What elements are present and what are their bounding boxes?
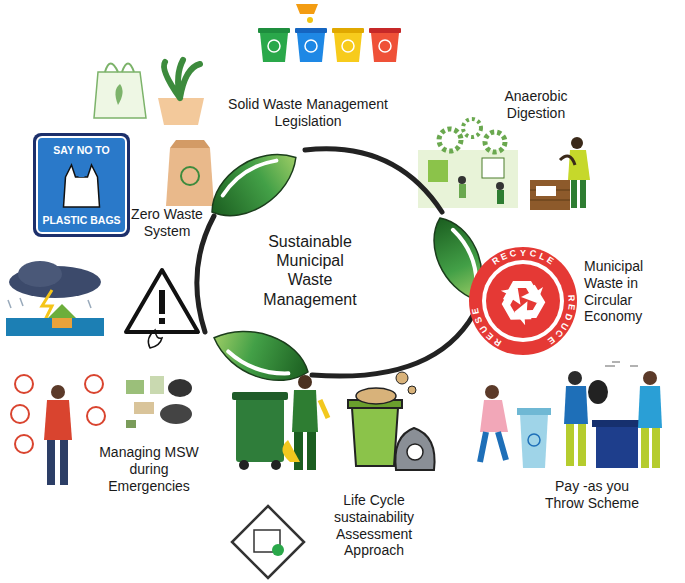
label-text: Sustainable Municipal Waste Management [263, 233, 356, 308]
topic-label: Anaerobic Digestion [490, 88, 582, 122]
label-text: Solid Waste Management Legislation [228, 96, 388, 129]
label-text: Life Cycle sustainability Assessment App… [334, 492, 414, 558]
sign-text: SAY NO TO [53, 144, 109, 156]
waste-bins [258, 4, 401, 62]
label-text: Pay -as you Throw Scheme [545, 478, 639, 511]
anaerobic-digestion-icon [418, 119, 590, 210]
topic-label: Sustainable Municipal Waste Management [254, 232, 366, 309]
collection-icons [232, 372, 435, 578]
topic-label: Managing MSW during Emergencies [92, 444, 206, 494]
recycle-ring [468, 246, 578, 356]
label-text: Anaerobic Digestion [504, 88, 567, 121]
sign-text: PLASTIC BAGS [42, 214, 120, 226]
ring-text: REUSE [468, 246, 578, 356]
ring-text: REDUCE [468, 246, 578, 356]
cycle-leaves [197, 138, 495, 392]
topic-label: Pay -as you Throw Scheme [538, 478, 646, 512]
sign-badge: SAY NO TO PLASTIC BAGS [32, 132, 131, 238]
topic-label: Zero Waste System [124, 206, 210, 240]
pay-as-you-throw-icon [480, 362, 662, 468]
label-text: Zero Waste System [131, 206, 203, 239]
label-text: Managing MSW during Emergencies [99, 444, 199, 494]
ring-text: RECYCLE [468, 246, 578, 356]
topic-label: Solid Waste Management Legislation [223, 96, 393, 130]
topic-label: Municipal Waste in Circular Economy [584, 258, 666, 325]
recycle-badge: RECYCLEREDUCEREUSE [468, 246, 578, 356]
label-text: Municipal Waste in Circular Economy [584, 258, 643, 324]
topic-label: Life Cycle sustainability Assessment App… [322, 492, 426, 559]
